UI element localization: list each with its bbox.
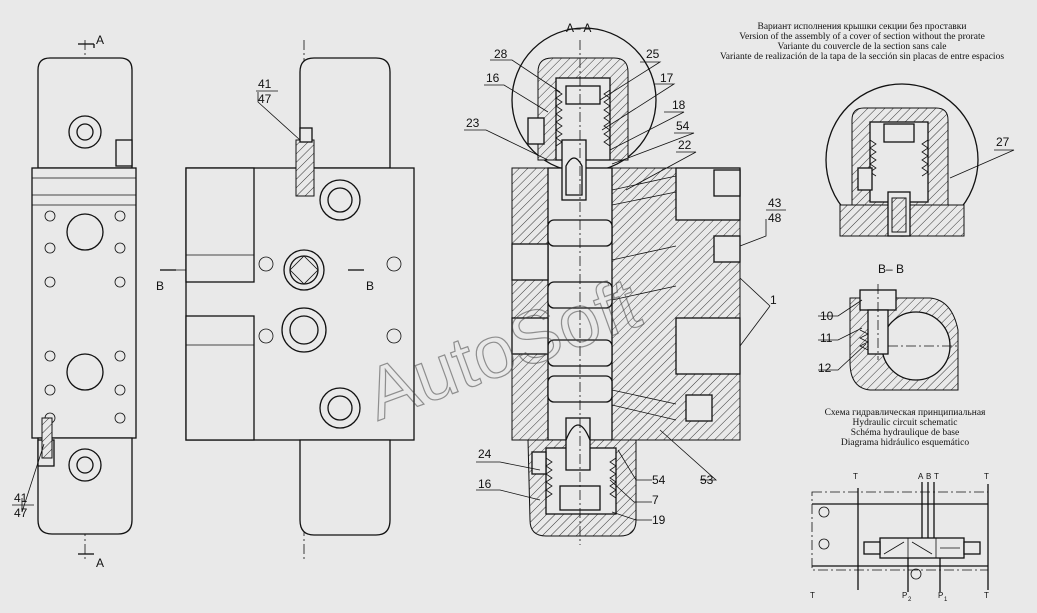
variant-detail bbox=[825, 83, 979, 237]
callout-48: 48 bbox=[768, 211, 782, 225]
callout-41-top: 41 bbox=[258, 77, 272, 91]
port-p1: P bbox=[938, 591, 943, 600]
callout-7: 7 bbox=[652, 493, 659, 507]
callout-16-top: 16 bbox=[486, 71, 500, 85]
cut-label-b-right: B bbox=[366, 279, 374, 293]
front-view: B B bbox=[156, 40, 415, 560]
callout-18: 18 bbox=[672, 98, 686, 112]
schematic-caption-fr: Schéma hydraulique de base bbox=[851, 428, 959, 438]
variant-caption: Вариант исполнения крышки секции без про… bbox=[720, 21, 1004, 62]
callout-24: 24 bbox=[478, 447, 492, 461]
callout-10: 10 bbox=[820, 309, 834, 323]
callout-16-bottom: 16 bbox=[478, 477, 492, 491]
port-t-left: T bbox=[853, 472, 858, 481]
schematic-caption-en: Hydraulic circuit schematic bbox=[853, 418, 958, 428]
callout-54-top: 54 bbox=[676, 119, 690, 133]
callout-47-top: 47 bbox=[258, 92, 272, 106]
callout-19: 19 bbox=[652, 513, 666, 527]
section-bb-title: B– B bbox=[878, 262, 904, 276]
schematic-caption-es: Diagrama hidráulico esquemático bbox=[841, 438, 969, 448]
variant-caption-es: Variante de realización de la tapa de la… bbox=[720, 52, 1004, 62]
port-p2: P bbox=[902, 591, 907, 600]
port-t-mid: T bbox=[934, 472, 939, 481]
section-aa-title: A– A bbox=[566, 21, 591, 35]
callout-41-bottom: 41 bbox=[14, 491, 28, 505]
callout-22: 22 bbox=[678, 138, 692, 152]
callouts: 28 25 16 17 18 23 54 22 43 48 1 24 16 54… bbox=[12, 47, 1010, 527]
cut-label-a-top: A bbox=[96, 33, 104, 47]
hydraulic-schematic: T A B T T T P 2 P 1 T bbox=[810, 472, 989, 603]
port-p2-sub: 2 bbox=[908, 597, 912, 603]
callout-leaders bbox=[21, 59, 1015, 521]
cut-label-b-left: B bbox=[156, 279, 164, 293]
section-bb: B– B bbox=[849, 262, 960, 391]
callout-27: 27 bbox=[996, 135, 1010, 149]
schematic-caption-ru: Схема гидравлическая принципиальная bbox=[825, 408, 986, 418]
callout-17: 17 bbox=[660, 71, 674, 85]
schematic-caption: Схема гидравлическая принципиальная Hydr… bbox=[825, 408, 986, 448]
section-aa: A– A bbox=[511, 21, 741, 545]
side-view: A A bbox=[31, 33, 137, 570]
port-t-right: T bbox=[984, 472, 989, 481]
port-t-bottom-right: T bbox=[984, 591, 989, 600]
callout-1: 1 bbox=[770, 293, 777, 307]
callout-53: 53 bbox=[700, 473, 714, 487]
port-t-bottom-left: T bbox=[810, 591, 815, 600]
callout-28: 28 bbox=[494, 47, 508, 61]
port-b: B bbox=[926, 472, 931, 481]
callout-12: 12 bbox=[818, 361, 832, 375]
port-a: A bbox=[918, 472, 924, 481]
cut-label-a-bottom: A bbox=[96, 556, 104, 570]
port-p1-sub: 1 bbox=[944, 597, 948, 603]
callout-25: 25 bbox=[646, 47, 660, 61]
callout-47-bottom: 47 bbox=[14, 506, 28, 520]
variant-caption-fr: Variante du couvercle de la section sans… bbox=[777, 42, 946, 52]
variant-caption-ru: Вариант исполнения крышки секции без про… bbox=[758, 21, 967, 32]
callout-11: 11 bbox=[820, 331, 833, 345]
variant-caption-en: Version of the assembly of a cover of se… bbox=[739, 31, 985, 42]
callout-54-bottom: 54 bbox=[652, 473, 666, 487]
callout-43: 43 bbox=[768, 196, 782, 210]
callout-23: 23 bbox=[466, 116, 480, 130]
